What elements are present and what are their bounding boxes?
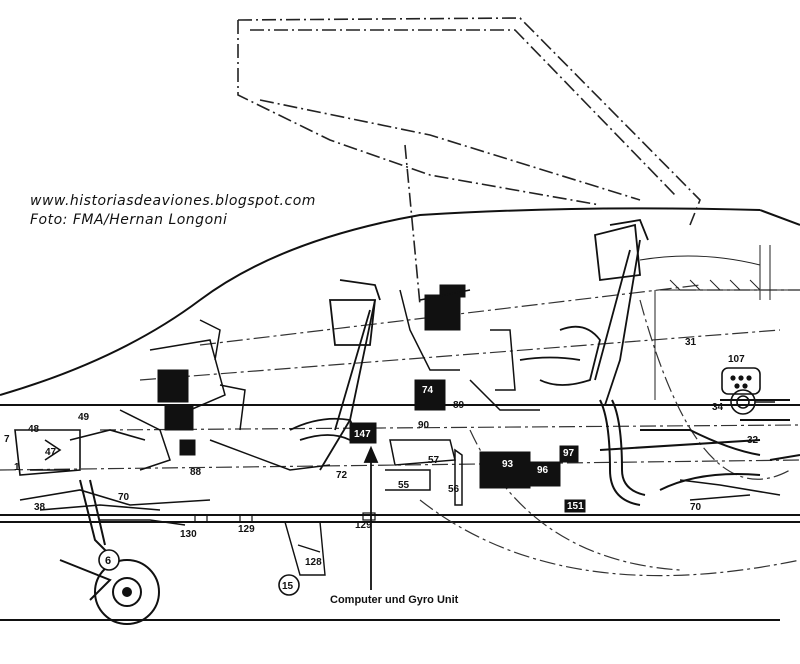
callout-130: 130 — [180, 529, 197, 540]
callout-147: 147 — [354, 429, 371, 440]
callout-97: 97 — [563, 448, 575, 459]
front-console — [119, 289, 471, 471]
callout-88: 88 — [190, 467, 202, 478]
callout-90: 90 — [418, 420, 430, 431]
callout-labels: 147 31 107 34 32 47 48 49 38 70 70 130 1… — [4, 337, 759, 568]
nose-landing-gear — [59, 479, 160, 625]
instrument-boxes — [157, 284, 586, 513]
callout-32: 32 — [747, 435, 759, 446]
website-credit: www.historiasdeaviones.blogspot.com — [30, 193, 316, 209]
ducting — [599, 399, 800, 506]
callout-34: 34 — [712, 402, 724, 413]
callout-57: 57 — [428, 455, 440, 466]
access-panels — [194, 512, 376, 523]
callout-48: 48 — [28, 424, 40, 435]
callout-72: 72 — [336, 470, 348, 481]
rear-bulkhead — [639, 245, 800, 400]
callout-96: 96 — [537, 465, 549, 476]
canopy-outline — [237, 17, 701, 306]
callout-128: 128 — [305, 557, 322, 568]
callout-107: 107 — [728, 354, 745, 365]
callout-1: 1 — [14, 462, 20, 473]
callout-49: 49 — [78, 412, 90, 423]
callout-15: 15 — [282, 581, 294, 592]
photo-credit: Foto: FMA/Hernan Longoni — [30, 212, 228, 228]
callout-31: 31 — [685, 337, 697, 348]
control-linkages — [14, 429, 781, 526]
callout-6: 6 — [105, 555, 111, 567]
rear-ejection-seat — [519, 218, 649, 406]
callout-38: 38 — [34, 502, 46, 513]
callout-56: 56 — [448, 484, 460, 495]
callout-151: 151 — [567, 501, 584, 512]
computer-gyro-caption: Computer und Gyro Unit — [330, 594, 459, 606]
circled-callouts: 6 15 — [98, 549, 300, 596]
callout-70-rear: 70 — [690, 502, 702, 513]
rear-console — [385, 329, 540, 506]
belly-antenna — [284, 521, 326, 576]
callout-7: 7 — [4, 434, 10, 445]
computer-arrow — [363, 445, 379, 590]
callout-93: 93 — [502, 459, 514, 470]
front-ejection-seat — [289, 279, 381, 471]
fuselage-outline — [0, 207, 800, 621]
callout-47: 47 — [45, 447, 57, 458]
callout-89: 89 — [453, 400, 465, 411]
callout-74: 74 — [422, 385, 434, 396]
callout-129-front: 129 — [238, 524, 255, 535]
callout-129-rear: 129 — [355, 520, 372, 531]
oxygen-unit — [721, 367, 775, 415]
callout-55: 55 — [398, 480, 410, 491]
callout-70-front: 70 — [118, 492, 130, 503]
